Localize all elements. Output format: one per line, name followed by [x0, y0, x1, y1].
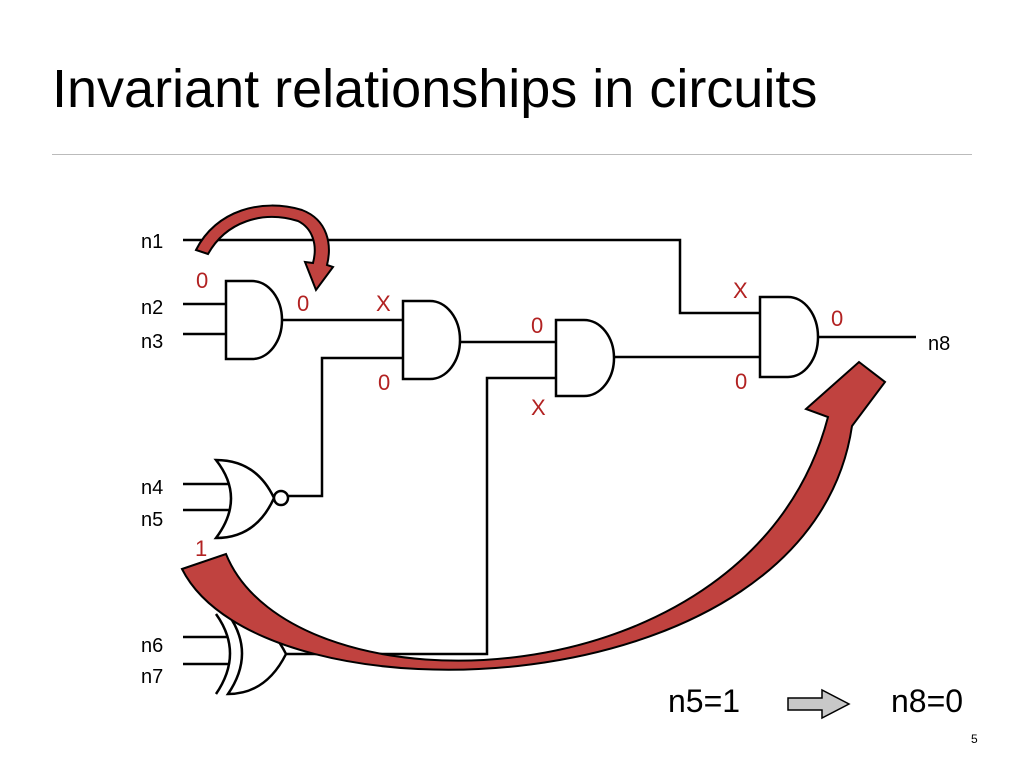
wire-nor-out [288, 356, 403, 498]
and-gate-1 [224, 279, 284, 361]
nor-gate [213, 458, 276, 540]
value-and3-in-top: 0 [531, 313, 543, 338]
wire-n1 [183, 238, 760, 315]
implication-right: n8=0 [891, 683, 963, 719]
propagation-arrow-large [180, 360, 887, 671]
value-n1: 0 [196, 268, 208, 293]
label-n8: n8 [928, 333, 950, 355]
value-and4-in-bot: 0 [735, 369, 747, 394]
title-divider [52, 154, 972, 155]
label-n6: n6 [141, 635, 163, 657]
implication-arrow [787, 688, 851, 720]
label-n2: n2 [141, 297, 163, 319]
wire-xor-out [286, 376, 556, 656]
label-n5: n5 [141, 509, 163, 531]
label-n3: n3 [141, 331, 163, 353]
value-and2-in-bot: 0 [378, 370, 390, 395]
net-labels: n1 n2 n3 n4 n5 n6 n7 n8 [141, 231, 950, 688]
value-nor-in: 1 [195, 536, 207, 561]
propagation-arrow-small [194, 204, 335, 293]
wires [183, 238, 916, 666]
and-gate-3 [554, 318, 616, 398]
value-and2-in-top: X [376, 291, 391, 316]
nor-bubble [272, 489, 290, 507]
and-gate-2 [401, 299, 462, 381]
value-and1-out: 0 [297, 291, 309, 316]
and-gate-4 [758, 295, 820, 379]
value-and4-out: 0 [831, 306, 843, 331]
label-n1: n1 [141, 231, 163, 253]
implication-left: n5=1 [668, 683, 740, 719]
xor-extra-curve [214, 613, 232, 695]
label-n7: n7 [141, 666, 163, 688]
page-number: 5 [971, 732, 978, 746]
label-n4: n4 [141, 477, 163, 499]
slide-title: Invariant relationships in circuits [52, 59, 818, 119]
value-and3-in-bot: X [531, 395, 546, 420]
value-labels: 0 0 X 0 0 X X 0 0 1 [195, 268, 843, 561]
value-and4-in-top: X [733, 278, 748, 303]
implication: n5=1 n8=0 [668, 683, 963, 720]
